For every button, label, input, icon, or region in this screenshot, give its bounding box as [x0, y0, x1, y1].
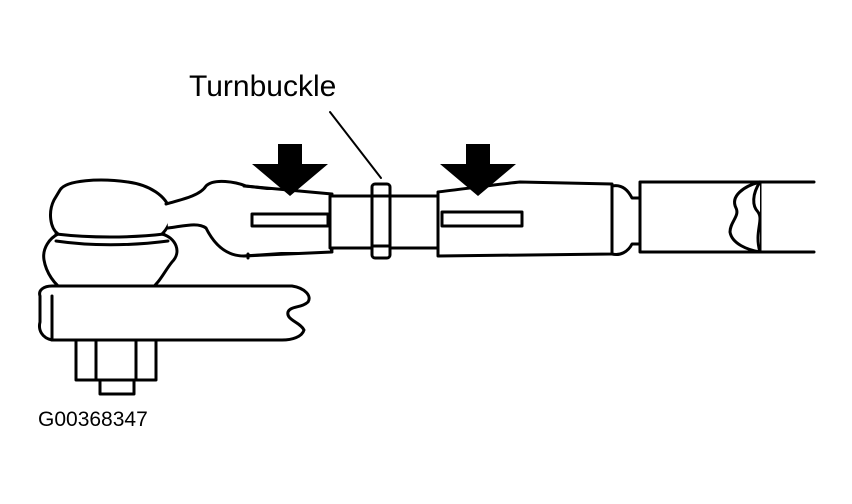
tie-rod-end	[38, 284, 311, 342]
down-arrow-icon	[440, 144, 516, 196]
callout-leader	[329, 111, 382, 179]
down-arrow-icon	[252, 144, 328, 196]
castle-nut	[74, 338, 158, 396]
adjusting-sleeve	[436, 180, 614, 258]
sleeve-collar	[610, 184, 642, 256]
ball-joint-boot	[42, 178, 179, 294]
figure-id: G00368347	[38, 408, 148, 431]
inner-threaded-section	[328, 194, 440, 250]
inner-tie-rod	[638, 180, 816, 254]
turnbuckle-label: Turnbuckle	[189, 70, 337, 103]
turnbuckle-nut	[370, 182, 392, 260]
left-threaded-rod	[240, 184, 334, 258]
